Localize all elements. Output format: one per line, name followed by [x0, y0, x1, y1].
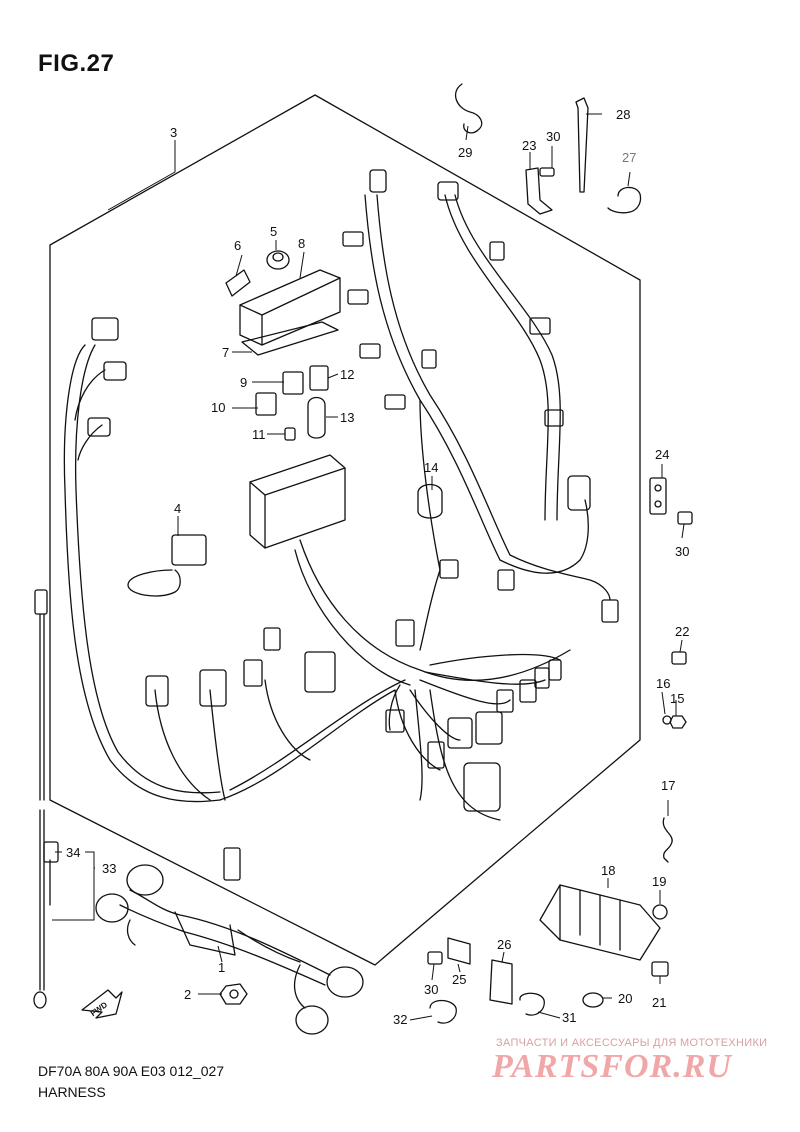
callout-32: 32	[393, 1012, 407, 1027]
bracket-assembly-18	[539, 884, 661, 961]
callout-2: 2	[184, 987, 191, 1002]
clamp-31	[519, 992, 545, 1016]
relay-part-4	[171, 534, 207, 566]
callout-33: 33	[102, 861, 116, 876]
callout-1: 1	[218, 960, 225, 975]
callout-13: 13	[340, 410, 354, 425]
bolt-30b	[677, 511, 693, 525]
figure-code: DF70A 80A 90A E03 012_027	[38, 1063, 225, 1079]
clamp-27	[607, 186, 642, 214]
callout-29: 29	[458, 145, 472, 160]
watermark-tagline: ЗАПЧАСТИ И АКСЕССУАРЫ ДЛЯ МОТОТЕХНИКИ	[496, 1037, 768, 1049]
callout-14: 14	[424, 460, 438, 475]
fuse-box-top-8	[239, 269, 341, 346]
callout-18: 18	[601, 863, 615, 878]
fwd-arrow	[81, 989, 123, 1019]
callout-6: 6	[234, 238, 241, 253]
callout-17: 17	[661, 778, 675, 793]
screw-21	[651, 961, 669, 977]
figure-title: FIG.27	[38, 50, 115, 77]
callout-30-top: 30	[546, 129, 560, 144]
clip-17	[662, 817, 673, 863]
callout-30-right: 30	[675, 544, 689, 559]
callout-11: 11	[252, 427, 266, 442]
watermark-logo: PARTSFOR.RU	[492, 1048, 732, 1085]
callout-7: 7	[222, 345, 229, 360]
callout-21: 21	[652, 995, 666, 1010]
relay-10	[255, 392, 277, 416]
collar-20	[582, 992, 604, 1008]
bolt-30a	[539, 167, 555, 177]
callout-31: 31	[562, 1010, 576, 1025]
tie-28	[575, 97, 589, 193]
nut-15	[669, 715, 687, 729]
cover-7	[241, 321, 339, 356]
harness-part-1	[129, 889, 331, 976]
harness-left-trunk	[63, 344, 221, 803]
callout-19: 19	[652, 874, 666, 889]
callout-10: 10	[211, 400, 225, 415]
connector-left-3	[87, 417, 111, 437]
callout-15: 15	[670, 691, 684, 706]
callout-20: 20	[618, 991, 632, 1006]
connector-left-2	[103, 361, 127, 381]
callout-23: 23	[522, 138, 536, 153]
clamp-29	[454, 83, 483, 134]
grommet-19	[652, 904, 668, 920]
callout-34: 34	[66, 845, 80, 860]
bracket-6	[225, 269, 251, 297]
grommet-14	[417, 483, 443, 519]
bolt-22	[671, 651, 687, 665]
callout-12: 12	[340, 367, 354, 382]
callout-8: 8	[298, 236, 305, 251]
clamp-32	[429, 999, 457, 1024]
callout-9: 9	[240, 375, 247, 390]
callout-25: 25	[452, 972, 466, 987]
callout-27: 27	[622, 150, 636, 165]
fuse-11	[284, 427, 296, 441]
plate-25	[447, 937, 471, 965]
callout-30-bottom: 30	[424, 982, 438, 997]
connector-left-1	[91, 317, 119, 341]
bracket-24	[649, 477, 667, 515]
cap-13	[307, 396, 326, 439]
grommet-5	[266, 250, 290, 270]
figure-name: HARNESS	[38, 1084, 106, 1100]
callout-3: 3	[170, 125, 177, 140]
callout-5: 5	[270, 224, 277, 239]
callout-28: 28	[616, 107, 630, 122]
parts-boundary	[49, 94, 641, 966]
callout-labels: 3 6 5 8 7 9 10 11 12 13 14 4 28 29 23 30…	[66, 107, 689, 1027]
harness-center-bundle	[299, 539, 571, 681]
callout-22: 22	[675, 624, 689, 639]
fuse-box-lower	[249, 454, 346, 549]
callout-16: 16	[656, 676, 670, 691]
callout-26: 26	[497, 937, 511, 952]
bolt-30c	[427, 951, 443, 965]
bracket-26	[489, 959, 513, 1005]
relay-9	[282, 371, 304, 395]
callout-4: 4	[174, 501, 181, 516]
nut-2	[219, 983, 248, 1005]
bracket-23	[525, 167, 553, 215]
relay-12	[309, 365, 329, 391]
callout-24: 24	[655, 447, 669, 462]
